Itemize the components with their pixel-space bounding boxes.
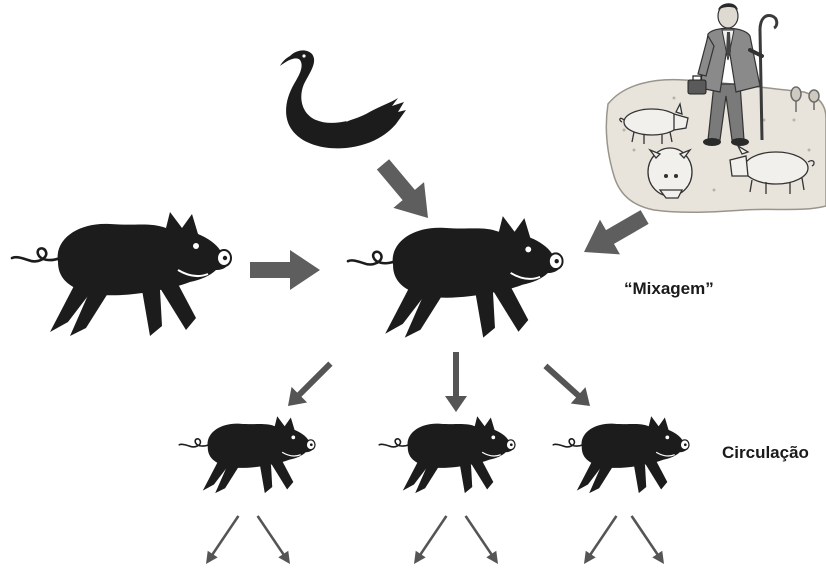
circulation-label: Circulação xyxy=(722,443,809,463)
arrow-icon xyxy=(280,356,338,414)
arrow-icon xyxy=(253,513,295,568)
arrow-icon xyxy=(201,513,243,568)
arrow-icon xyxy=(538,358,597,414)
arrow-icon xyxy=(409,513,451,568)
offspring-pig-icon xyxy=(379,416,515,493)
arrow-icon xyxy=(579,513,621,568)
arrow-icon xyxy=(250,250,320,290)
mixing-label: “Mixagem” xyxy=(624,279,714,299)
source-pig-icon xyxy=(12,212,231,336)
farmer-with-pigs-illustration xyxy=(606,3,826,212)
arrow-icon xyxy=(368,152,444,231)
arrow-icon xyxy=(445,352,467,412)
arrow-icon xyxy=(461,513,503,568)
arrow-icon xyxy=(574,200,655,270)
offspring-pig-icon xyxy=(179,416,315,493)
mixing-pig-icon xyxy=(348,216,563,338)
offspring-pig-icon xyxy=(553,416,689,493)
swan-icon xyxy=(280,50,406,148)
arrow-icon xyxy=(627,513,669,568)
